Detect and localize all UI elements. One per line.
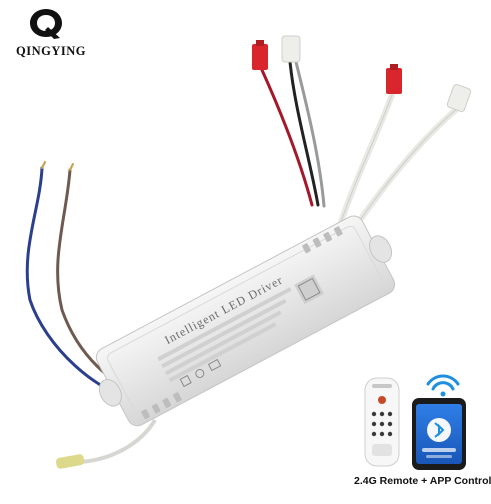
output-wires (260, 60, 461, 235)
smartphone (412, 398, 466, 470)
driver-housing: Intelligent LED Driver (95, 215, 396, 427)
product-illustration: Intelligent LED Driver (25, 35, 472, 470)
wifi-icon (426, 374, 460, 397)
bottom-wire (55, 418, 157, 469)
brand-q-mark-icon (30, 9, 62, 39)
brand-name: QINGYING (16, 44, 86, 58)
feature-caption: 2.4G Remote + APP Control (354, 475, 491, 487)
remote-control (364, 377, 400, 467)
bluetooth-icon (434, 422, 445, 438)
brand-block: QINGYING (6, 6, 92, 62)
connectors (252, 35, 472, 113)
product-photo: Intelligent LED Driver (6, 6, 491, 487)
